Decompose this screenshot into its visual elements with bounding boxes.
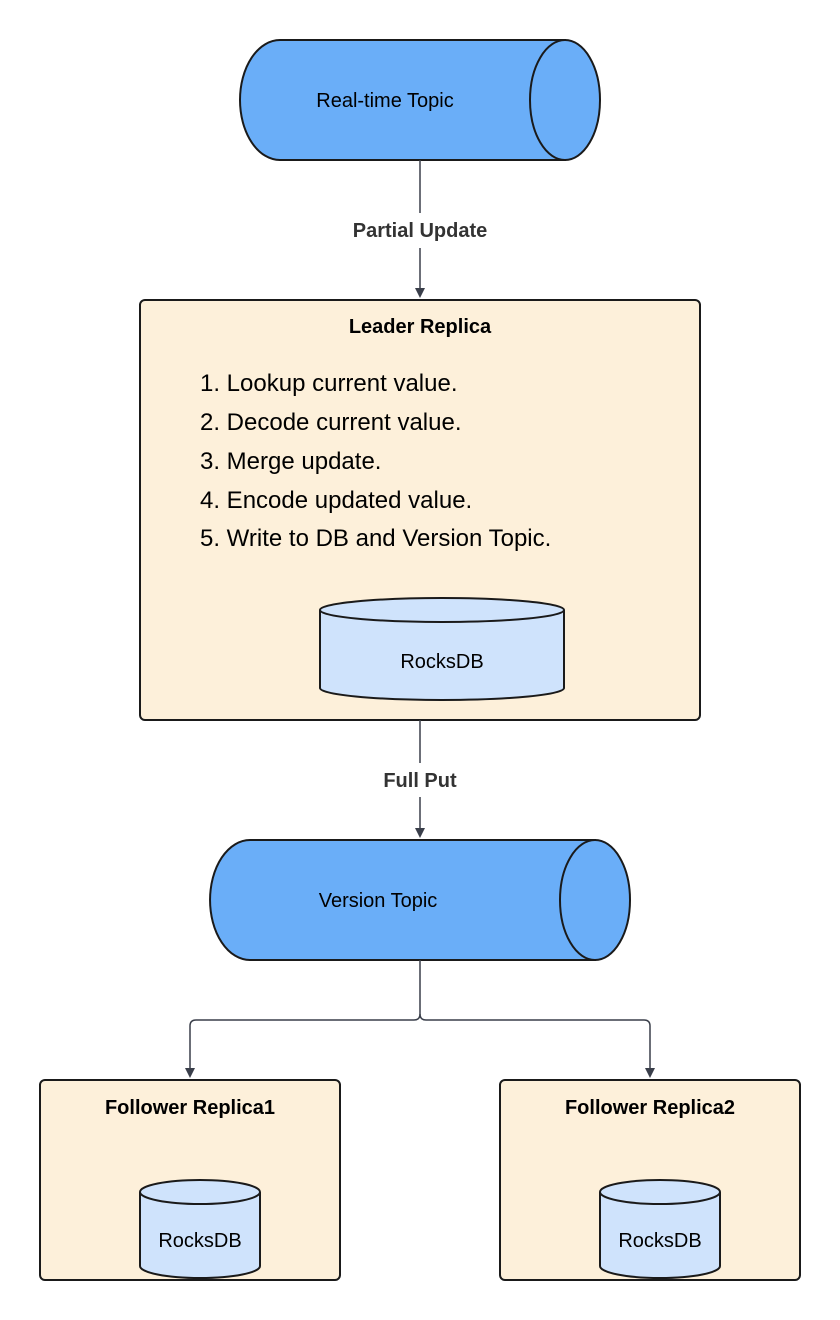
leader-step: 1. Lookup current value. [200,370,458,397]
follower-2-rocksdb-label: RocksDB [618,1230,701,1252]
full-put-edge: Full Put [383,720,457,838]
partial-update-label: Partial Update [353,220,487,242]
follower-replica-1-title: Follower Replica1 [105,1097,275,1119]
follower-1-rocksdb-label: RocksDB [158,1230,241,1252]
follower-replica-2: Follower Replica2 RocksDB [499,1079,801,1281]
follower-replica-2-title: Follower Replica2 [565,1097,735,1119]
leader-steps-list: 1. Lookup current value. 2. Decode curre… [200,370,551,552]
leader-step: 4. Encode updated value. [200,487,472,514]
follower-2-rocksdb: RocksDB [599,1179,721,1279]
fanout-edges [185,960,655,1078]
realtime-topic: Real-time Topic [239,39,601,161]
partial-update-edge: Partial Update [353,160,487,298]
follower-1-rocksdb: RocksDB [139,1179,261,1279]
leader-replica-title: Leader Replica [349,316,492,338]
version-topic: Version Topic [209,839,631,961]
follower-replica-1: Follower Replica1 RocksDB [39,1079,341,1281]
leader-rocksdb-label: RocksDB [400,651,483,673]
leader-replica: Leader Replica 1. Lookup current value. … [139,299,701,721]
leader-rocksdb: RocksDB [319,597,565,701]
version-topic-label: Version Topic [319,890,438,912]
leader-step: 5. Write to DB and Version Topic. [200,525,551,552]
leader-step: 2. Decode current value. [200,409,461,436]
realtime-topic-label: Real-time Topic [316,90,453,112]
leader-step: 3. Merge update. [200,448,381,475]
full-put-label: Full Put [383,770,457,792]
